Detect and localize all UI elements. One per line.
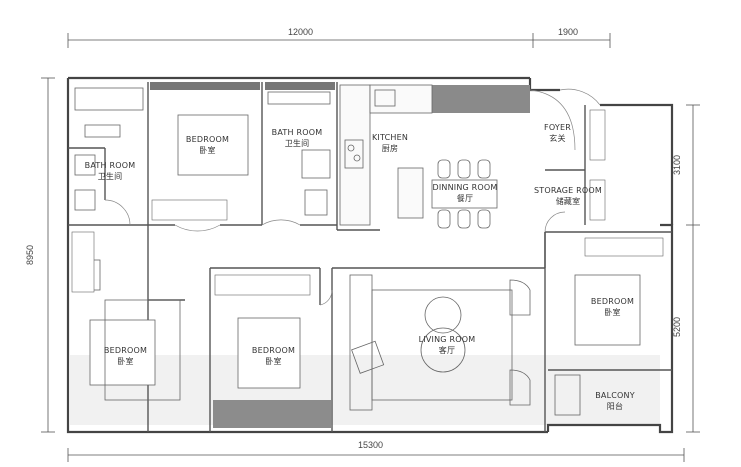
dim-right-lower: 5200 xyxy=(672,316,683,338)
room-name-zh: 玄关 xyxy=(549,134,566,143)
room-name-en: KITCHEN xyxy=(371,133,409,142)
room-name-zh: 阳台 xyxy=(606,402,624,411)
room-name-en: BEDROOM xyxy=(103,346,148,355)
room-name-zh: 卫生间 xyxy=(97,172,123,181)
label-bath-room-center: BATH ROOM 卫生间 xyxy=(266,127,328,149)
room-name-zh: 卫生间 xyxy=(284,139,310,148)
dim-left: 8950 xyxy=(25,244,36,266)
beds xyxy=(89,114,641,401)
dim-bottom: 15300 xyxy=(358,440,384,450)
dark-fixtures xyxy=(150,82,530,428)
label-living-room: LIVING ROOM 客厅 xyxy=(412,334,482,356)
label-bedroom-right: BEDROOM 卧室 xyxy=(585,296,640,318)
room-name-zh: 客厅 xyxy=(438,346,456,355)
dim-top-right: 1900 xyxy=(558,27,579,37)
label-foyer: FOYER 玄关 xyxy=(535,122,580,144)
dimension-lines xyxy=(41,33,700,462)
room-name-zh: 厨房 xyxy=(381,144,399,153)
label-bedroom-center: BEDROOM 卧室 xyxy=(246,345,301,367)
room-name-en: BEDROOM xyxy=(590,297,635,306)
room-name-en: BATH ROOM xyxy=(271,128,323,137)
floor-shading xyxy=(70,355,660,425)
room-name-en: FOYER xyxy=(544,123,571,132)
label-balcony: BALCONY 阳台 xyxy=(585,390,645,412)
label-bedroom-top: BEDROOM 卧室 xyxy=(180,134,235,156)
exterior-walls xyxy=(66,76,674,434)
room-name-zh: 卧室 xyxy=(604,308,621,317)
room-name-en: LIVING ROOM xyxy=(418,335,476,344)
interior-walls xyxy=(68,82,672,432)
room-name-zh: 餐厅 xyxy=(456,194,474,203)
dining-set xyxy=(431,159,498,229)
room-name-en: BEDROOM xyxy=(185,135,230,144)
room-name-zh: 卧室 xyxy=(199,146,216,155)
label-dining-room: DINNING ROOM 餐厅 xyxy=(430,182,500,204)
room-name-en: BATH ROOM xyxy=(84,161,136,170)
room-name-zh: 卧室 xyxy=(265,357,282,366)
living-furniture xyxy=(349,274,581,416)
room-name-en: DINNING ROOM xyxy=(432,183,498,192)
label-kitchen: KITCHEN 厨房 xyxy=(365,132,415,154)
label-bath-room-left: BATH ROOM 卫生间 xyxy=(80,160,140,182)
room-name-en: BALCONY xyxy=(595,391,635,400)
wardrobes xyxy=(71,109,664,296)
dim-top-left: 12000 xyxy=(288,27,314,37)
room-name-zh: 卧室 xyxy=(117,357,134,366)
dim-right-upper: 3100 xyxy=(672,154,683,176)
kitchen-counter xyxy=(339,84,433,226)
label-bedroom-left: BEDROOM 卧室 xyxy=(98,345,153,367)
room-name-zh: 储藏室 xyxy=(555,197,581,206)
label-storage-room: STORAGE ROOM 储藏室 xyxy=(533,185,603,207)
room-name-en: BEDROOM xyxy=(251,346,296,355)
door-swings xyxy=(104,88,601,306)
room-name-en: STORAGE ROOM xyxy=(533,186,603,195)
